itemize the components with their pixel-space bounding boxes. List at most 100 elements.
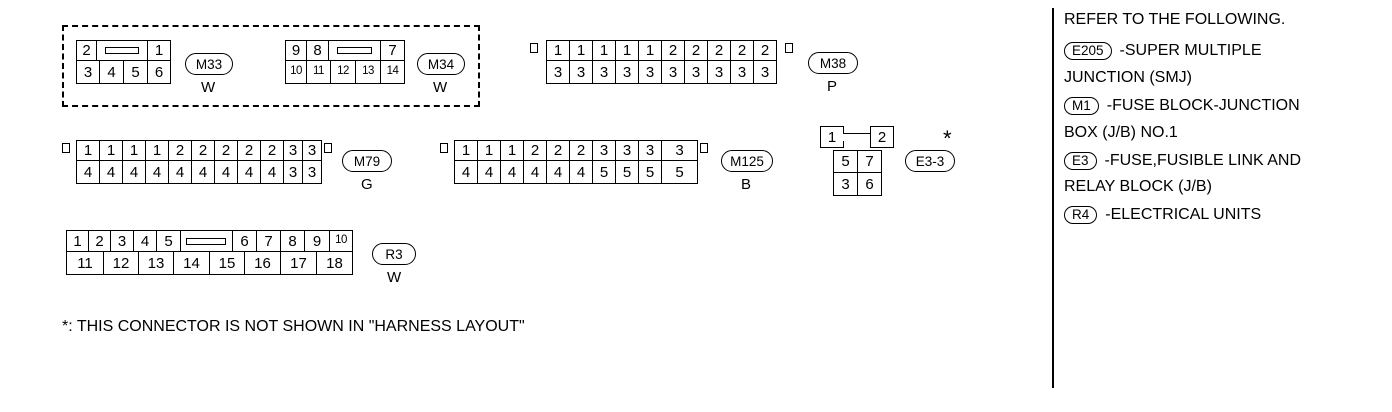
- reference-header: REFER TO THE FOLLOWING.: [1064, 11, 1286, 28]
- pin: 2: [753, 40, 777, 61]
- connector-latch: [328, 40, 381, 61]
- pin: 2: [76, 40, 97, 61]
- pin: 8: [306, 40, 329, 61]
- pin: 2: [260, 140, 284, 161]
- reference-text: -FUSE BLOCK-JUNCTION: [1106, 97, 1300, 114]
- connector-latch: [96, 40, 148, 61]
- pin: 5: [156, 230, 181, 252]
- pin: 4: [500, 160, 524, 184]
- pin: 6: [232, 230, 257, 252]
- pin: 4: [260, 160, 284, 184]
- pin: 3: [753, 60, 777, 84]
- connector-tab: [324, 143, 332, 153]
- pin: 5: [615, 160, 639, 184]
- pin: 3: [684, 60, 708, 84]
- reference-item: M1 -FUSE BLOCK-JUNCTION: [1064, 97, 1300, 115]
- pin: 2: [546, 140, 570, 161]
- reference-item-cont: RELAY BLOCK (J/B): [1064, 178, 1212, 195]
- pin: 4: [191, 160, 215, 184]
- pin: 2: [730, 40, 754, 61]
- pin: 3: [592, 140, 616, 161]
- pin: 14: [380, 60, 405, 84]
- divider: [1052, 8, 1054, 388]
- pin: 13: [355, 60, 381, 84]
- wire-color-code: P: [827, 78, 838, 95]
- connector-tab: [440, 143, 448, 153]
- pin: 16: [244, 251, 281, 275]
- pin: 4: [145, 160, 169, 184]
- wire-color-code: W: [201, 79, 216, 96]
- connector-tab: [785, 43, 793, 53]
- pin: 1: [66, 230, 89, 252]
- pin: 14: [173, 251, 210, 275]
- pin: 12: [103, 251, 139, 275]
- pin: 2: [707, 40, 731, 61]
- pin: 3: [833, 172, 858, 196]
- pin: 6: [147, 60, 171, 84]
- pin: 3: [661, 140, 698, 161]
- connector-label: R3: [372, 243, 416, 265]
- pin: 2: [88, 230, 111, 252]
- pin: 1: [615, 40, 639, 61]
- reference-text: -ELECTRICAL UNITS: [1105, 206, 1262, 223]
- reference-item: R4-ELECTRICAL UNITS: [1064, 206, 1261, 224]
- pin: 3: [110, 230, 134, 252]
- pin: 7: [380, 40, 405, 61]
- reference-text: -SUPER MULTIPLE: [1119, 42, 1262, 59]
- pin: 4: [237, 160, 261, 184]
- pin: 3: [569, 60, 593, 84]
- pin: 4: [133, 230, 157, 252]
- pin: 18: [316, 251, 353, 275]
- pin: 2: [661, 40, 685, 61]
- pin: 8: [280, 230, 305, 252]
- pin: 2: [870, 126, 894, 148]
- pin: 2: [523, 140, 547, 161]
- pin: 1: [477, 140, 501, 161]
- connector-tab: [530, 43, 538, 53]
- connector-latch: [180, 230, 233, 252]
- pin: 6: [857, 172, 882, 196]
- reference-code: E3: [1064, 152, 1097, 170]
- pin: 1: [145, 140, 169, 161]
- reference-item: E205 -SUPER MULTIPLE: [1064, 42, 1261, 60]
- pin: 15: [209, 251, 245, 275]
- pin: 2: [168, 140, 192, 161]
- pin: 1: [820, 126, 844, 148]
- reference-code: M1: [1064, 97, 1099, 115]
- pin: 10: [285, 60, 307, 84]
- reference-code: E205: [1064, 42, 1112, 60]
- pin: 1: [122, 140, 146, 161]
- pin: 2: [237, 140, 261, 161]
- pin: 3: [615, 140, 639, 161]
- pin: 4: [546, 160, 570, 184]
- pin: 3: [283, 140, 303, 161]
- pin: 1: [76, 140, 100, 161]
- pin: 1: [569, 40, 593, 61]
- connector-label: M38: [808, 52, 858, 74]
- pin: 3: [638, 140, 662, 161]
- pin: 2: [191, 140, 215, 161]
- pin: 1: [592, 40, 616, 61]
- pin: 1: [454, 140, 478, 161]
- pin: 4: [76, 160, 100, 184]
- pin: 2: [569, 140, 593, 161]
- pin: 9: [304, 230, 330, 252]
- pin: 11: [66, 251, 104, 275]
- reference-text: -FUSE,FUSIBLE LINK AND: [1104, 152, 1302, 169]
- pin: 3: [638, 60, 662, 84]
- wire-color-code: W: [387, 269, 402, 286]
- asterisk-marker: *: [943, 126, 952, 151]
- wire-color-code: G: [361, 176, 373, 193]
- pin: 2: [214, 140, 238, 161]
- pin: 2: [684, 40, 708, 61]
- connector-label: M125: [721, 150, 773, 172]
- pin: 3: [615, 60, 639, 84]
- pin: 12: [330, 60, 356, 84]
- pin: 11: [306, 60, 331, 84]
- pin: 3: [302, 140, 322, 161]
- pin: 4: [99, 160, 123, 184]
- pin: 3: [546, 60, 570, 84]
- reference-item-cont: BOX (J/B) NO.1: [1064, 124, 1178, 141]
- pin: 3: [76, 60, 100, 84]
